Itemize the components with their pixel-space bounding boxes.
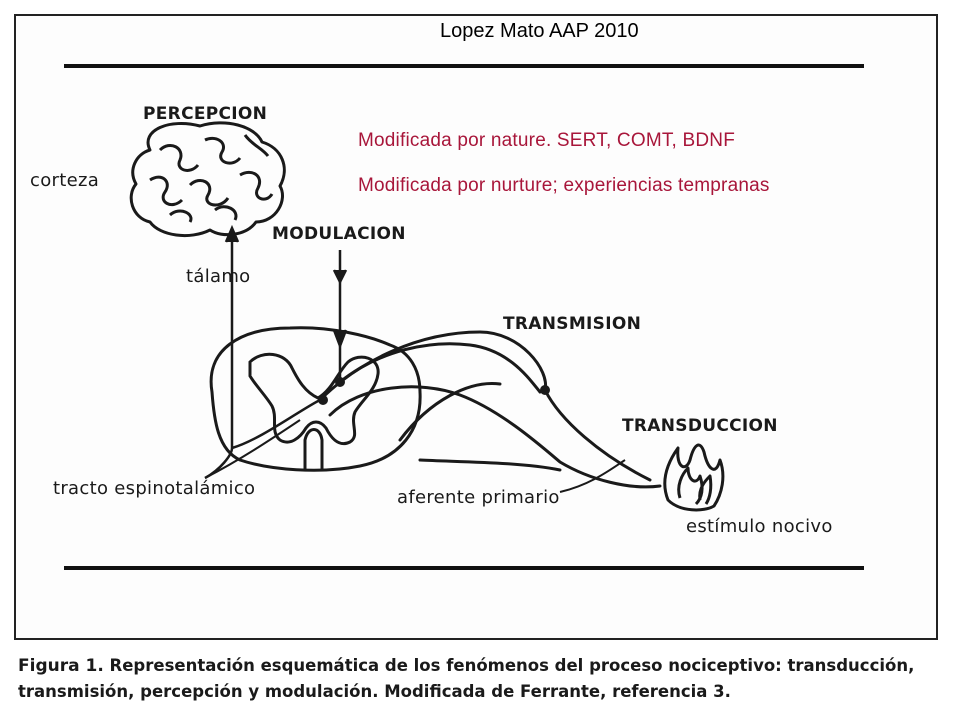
label-percepcion: PERCEPCION xyxy=(143,104,268,124)
caption-line-1: Figura 1. Representación esquemática de … xyxy=(18,653,948,679)
label-transmision: TRANSMISION xyxy=(503,314,642,334)
label-transduccion: TRANSDUCCION xyxy=(622,416,778,436)
spinal-cord-section xyxy=(209,326,422,472)
caption-text-2: transmisión, percepción y modulación. Mo… xyxy=(18,682,731,701)
figure-frame xyxy=(14,14,938,640)
label-tracto-espinotalamico: tracto espinotalámico xyxy=(53,478,256,499)
page-title: Lopez Mato AAP 2010 xyxy=(440,20,639,42)
caption-text-1: Representación esquemática de los fenóme… xyxy=(109,656,915,675)
synapse-dot xyxy=(335,377,345,387)
label-modulacion: MODULACION xyxy=(272,224,406,244)
spinothalamic-tract xyxy=(204,224,321,480)
primary-afferent-fiber xyxy=(318,330,662,489)
caption-figure-number: Figura 1. xyxy=(18,656,104,676)
note-nature: Modificada por nature. SERT, COMT, BDNF xyxy=(358,130,736,151)
label-corteza: corteza xyxy=(30,170,100,191)
ganglion-dot xyxy=(540,385,550,395)
flame-icon xyxy=(663,443,725,512)
brain-icon xyxy=(129,121,286,237)
modulation-pathway xyxy=(332,250,348,382)
figure-caption: Figura 1. Representación esquemática de … xyxy=(18,653,948,704)
leader-lines xyxy=(204,419,626,493)
label-talamo: tálamo xyxy=(186,266,251,287)
synapse-dot xyxy=(318,395,328,405)
label-aferente-primario: aferente primario xyxy=(397,487,560,508)
note-nurture: Modificada por nurture; experiencias tem… xyxy=(358,175,770,196)
label-estimulo-nocivo: estímulo nocivo xyxy=(686,516,833,537)
